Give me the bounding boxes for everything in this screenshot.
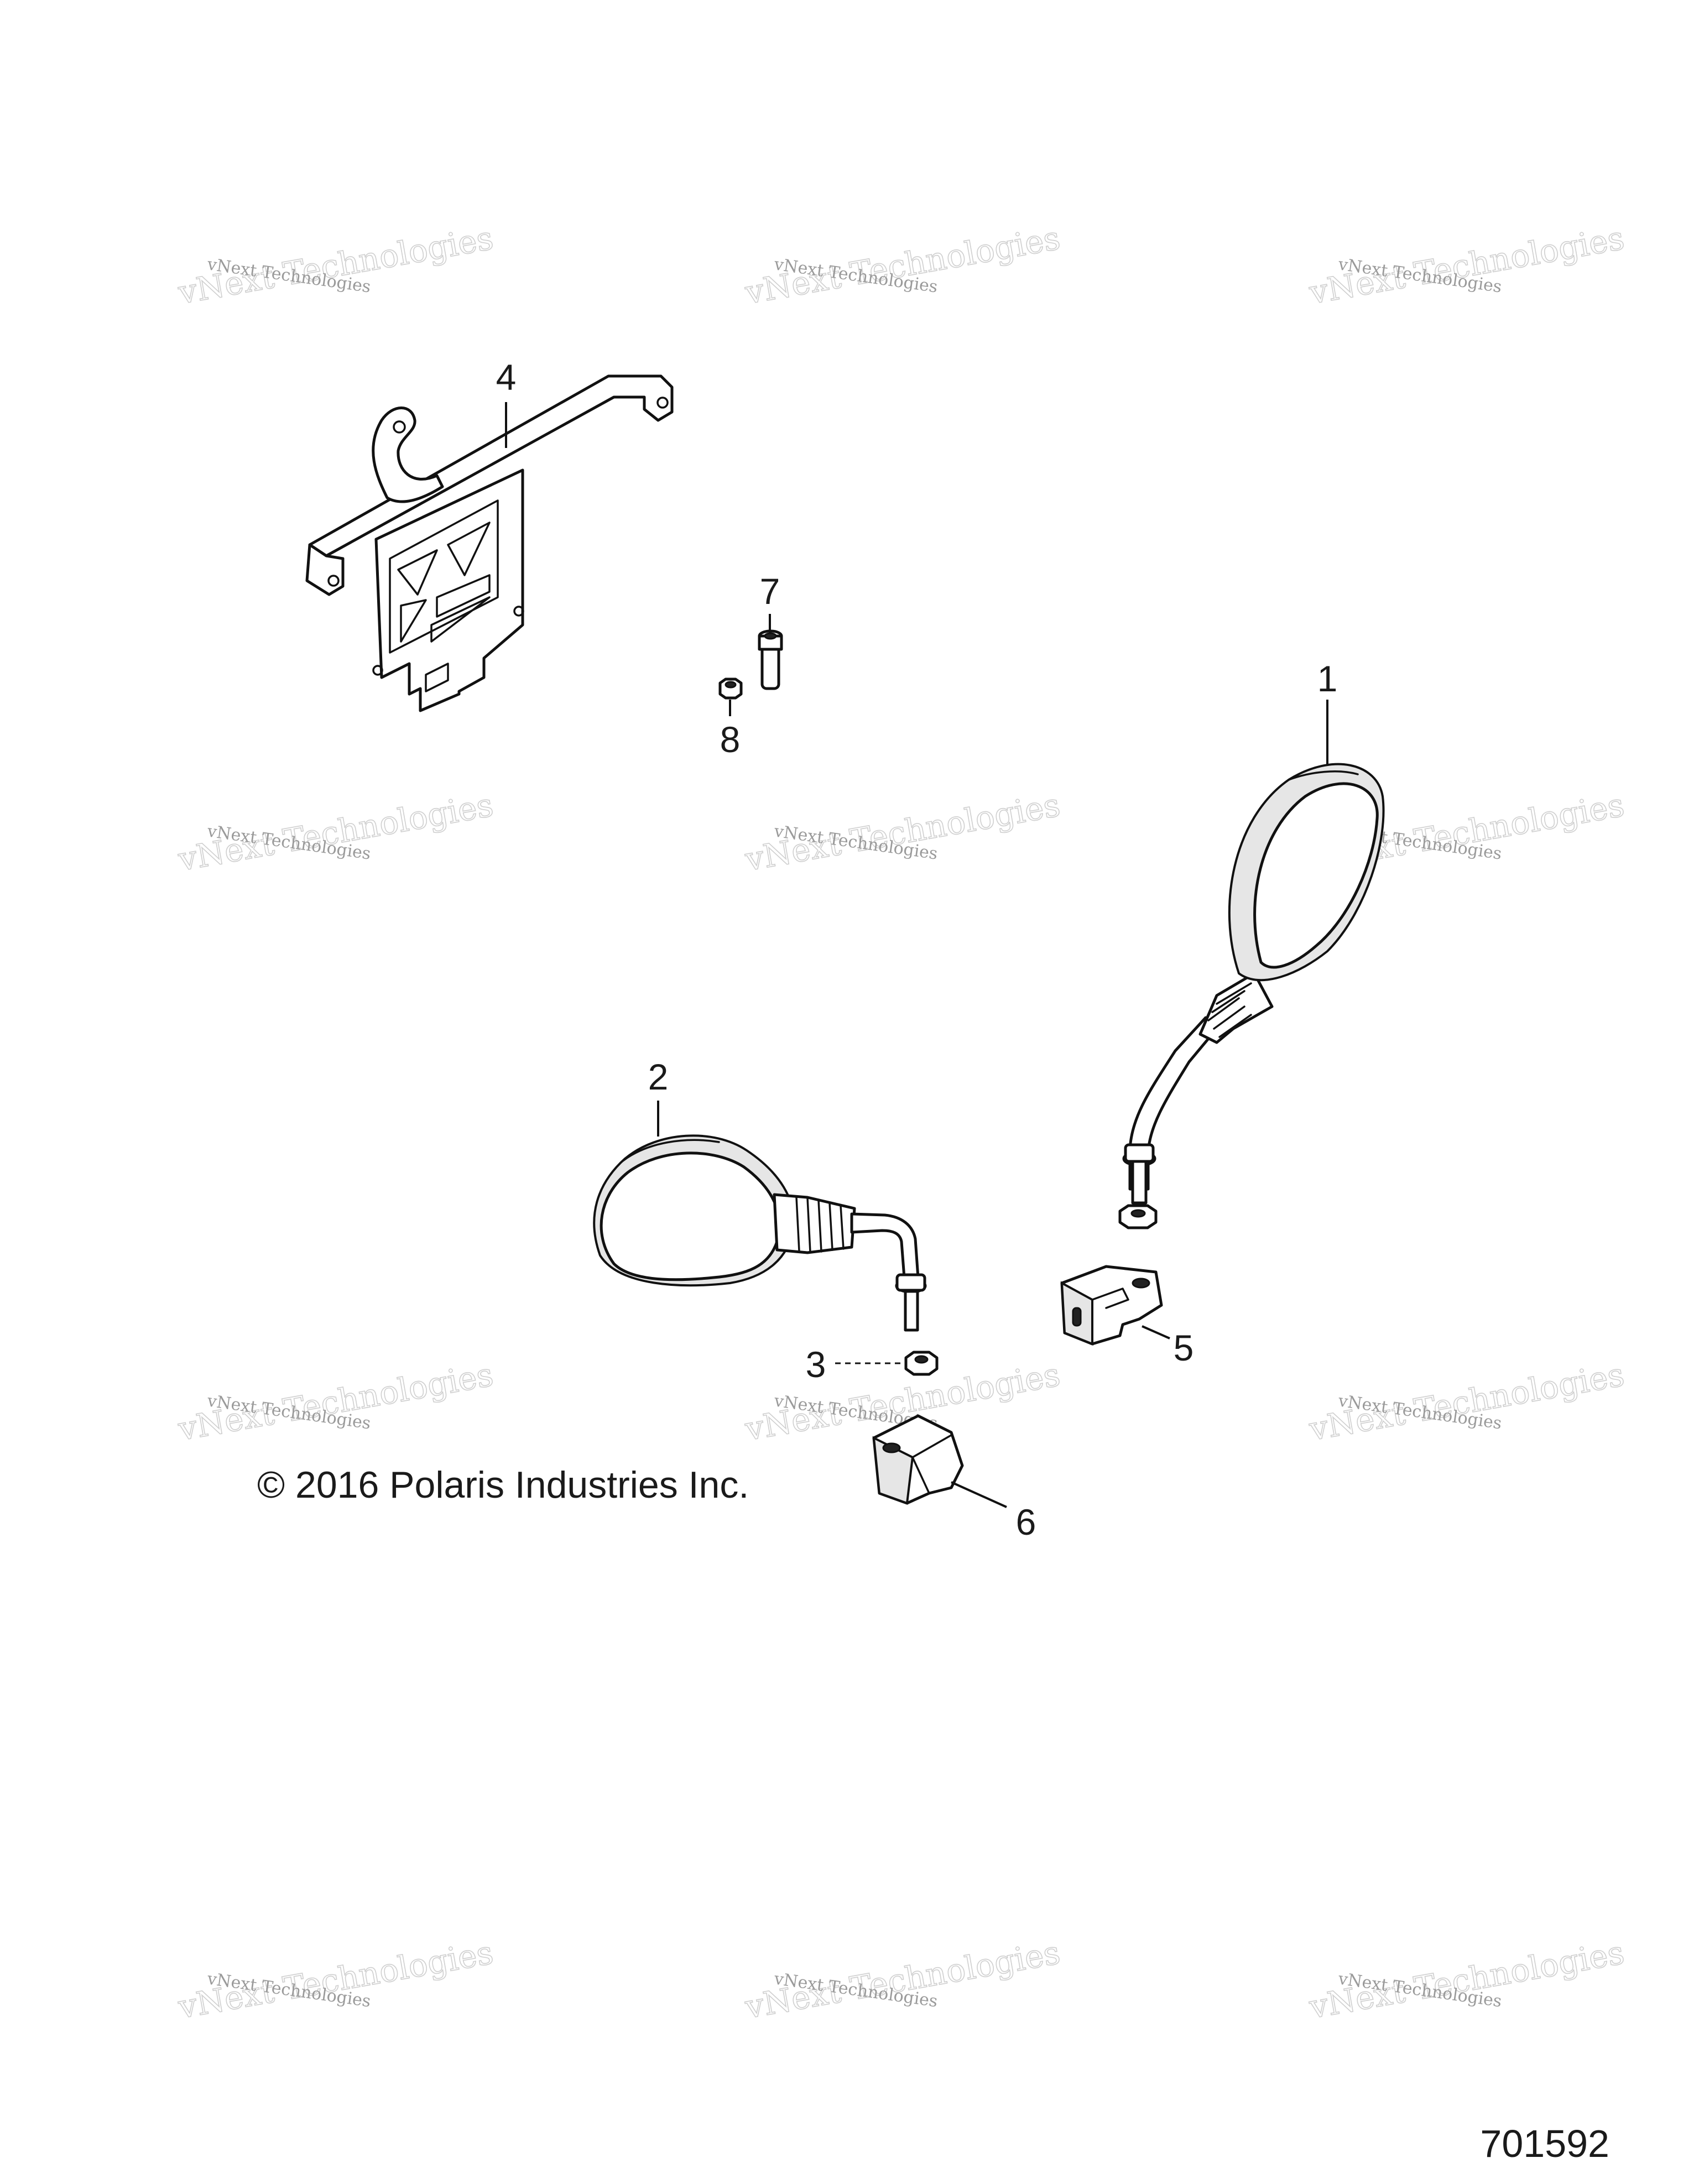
callout-7: 7	[760, 571, 780, 612]
part-5-clamp	[1060, 1265, 1163, 1346]
copyright-text: © 2016 Polaris Industries Inc.	[257, 1464, 749, 1506]
watermark: vNext Technologies vNext Technologies	[175, 1355, 497, 1448]
diagram-id: 701592	[1480, 2122, 1609, 2165]
callout-3: 3	[806, 1344, 826, 1385]
mounting-hole	[656, 397, 669, 409]
watermark: vNext Technologies vNext Technologies	[742, 785, 1064, 879]
watermark: vNext Technologies vNext Technologies	[175, 1933, 497, 2026]
mounting-hole	[372, 665, 383, 676]
part-4-bracket	[305, 374, 674, 712]
leader-5	[1142, 1325, 1170, 1339]
leader-lines	[505, 402, 1328, 1508]
callout-4: 4	[496, 357, 517, 398]
callout-5: 5	[1174, 1327, 1194, 1368]
callout-8: 8	[720, 719, 741, 760]
callout-1: 1	[1317, 658, 1338, 699]
watermark: vNext Technologies vNext Technologies	[175, 785, 497, 879]
part-2-mirror-left	[593, 1134, 927, 1332]
part-3-nut	[904, 1351, 939, 1376]
callout-labels: 4 7 8 1 2 3 5 6	[496, 357, 1338, 1542]
mounting-hole	[513, 606, 524, 617]
callout-6: 6	[1016, 1502, 1036, 1542]
part-1-mirror-right	[1122, 763, 1385, 1205]
part-7-screw	[758, 629, 783, 690]
part-8-nut	[718, 677, 743, 700]
part-1-nut	[1118, 1204, 1158, 1229]
callout-2: 2	[648, 1056, 669, 1097]
part-6-clamp	[872, 1414, 964, 1505]
watermark: vNext Technologies vNext Technologies	[1306, 218, 1628, 312]
watermark: vNext Technologies vNext Technologies	[1306, 1355, 1628, 1448]
mounting-hole	[393, 420, 406, 434]
mounting-hole	[327, 575, 340, 587]
watermark: vNext Technologies vNext Technologies	[742, 218, 1064, 312]
watermark: vNext Technologies vNext Technologies	[742, 1933, 1064, 2026]
watermark: vNext Technologies vNext Technologies	[1306, 1933, 1628, 2026]
watermark: vNext Technologies vNext Technologies	[175, 218, 497, 312]
leader-6	[951, 1481, 1007, 1508]
